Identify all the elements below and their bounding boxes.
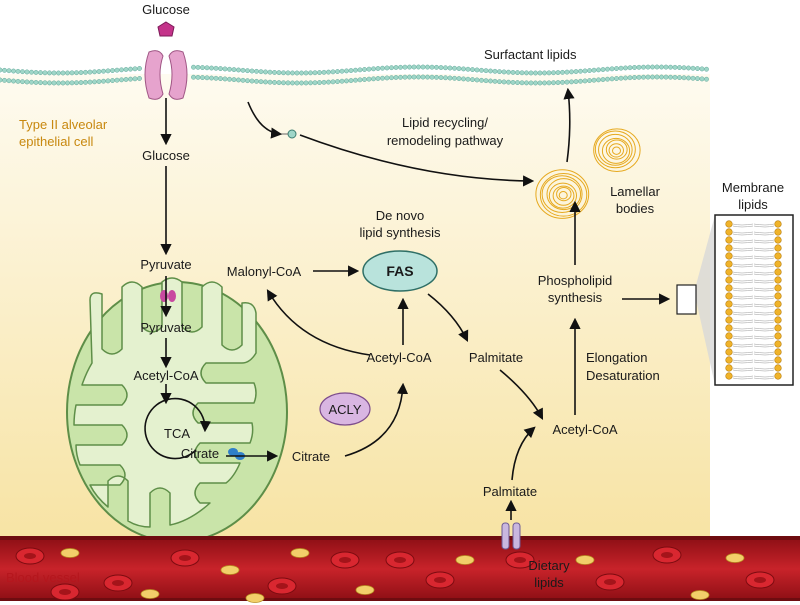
label-acly: ACLY bbox=[329, 402, 362, 417]
label-elongation: Elongation bbox=[586, 350, 647, 365]
label-cell-type-1: Type II alveolar bbox=[19, 117, 108, 132]
label-membrane-lipids-1: Membrane bbox=[722, 180, 784, 195]
label-phospholipid-2: synthesis bbox=[548, 290, 603, 305]
label-citrate-cyto: Citrate bbox=[292, 449, 330, 464]
glucose-molecule-icon bbox=[158, 22, 174, 36]
label-phospholipid-1: Phospholipid bbox=[538, 273, 612, 288]
label-desaturation: Desaturation bbox=[586, 368, 660, 383]
label-lamellar-2: bodies bbox=[616, 201, 655, 216]
label-de-novo-1: De novo bbox=[376, 208, 424, 223]
label-membrane-lipids-2: lipids bbox=[738, 197, 768, 212]
mitochondrion bbox=[67, 278, 287, 542]
label-acetyl-coa-cyto: Acetyl-CoA bbox=[366, 350, 431, 365]
label-citrate-mito: Citrate bbox=[181, 446, 219, 461]
label-pyruvate-cyto: Pyruvate bbox=[140, 257, 191, 272]
label-glucose-top: Glucose bbox=[142, 2, 190, 17]
label-fas: FAS bbox=[386, 263, 413, 279]
label-dietary-1: Dietary bbox=[528, 558, 570, 573]
label-dietary-2: lipids bbox=[534, 575, 564, 590]
label-tca: TCA bbox=[164, 426, 190, 441]
label-recycling-2: remodeling pathway bbox=[387, 133, 504, 148]
label-malonyl-coa: Malonyl-CoA bbox=[227, 264, 302, 279]
label-de-novo-2: lipid synthesis bbox=[360, 225, 441, 240]
label-palmitate-mid: Palmitate bbox=[469, 350, 523, 365]
label-lamellar-1: Lamellar bbox=[610, 184, 661, 199]
blood-vessel bbox=[0, 536, 800, 605]
label-palmitate-low: Palmitate bbox=[483, 484, 537, 499]
label-blood-vessel: Blood vessel bbox=[6, 570, 80, 585]
label-pyruvate-mito: Pyruvate bbox=[140, 320, 191, 335]
label-recycling-1: Lipid recycling/ bbox=[402, 115, 488, 130]
label-surfactant-lipids: Surfactant lipids bbox=[484, 47, 577, 62]
label-acetyl-coa-right: Acetyl-CoA bbox=[552, 422, 617, 437]
label-acetyl-coa-mito: Acetyl-CoA bbox=[133, 368, 198, 383]
label-glucose-inner: Glucose bbox=[142, 148, 190, 163]
label-cell-type-2: epithelial cell bbox=[19, 134, 94, 149]
